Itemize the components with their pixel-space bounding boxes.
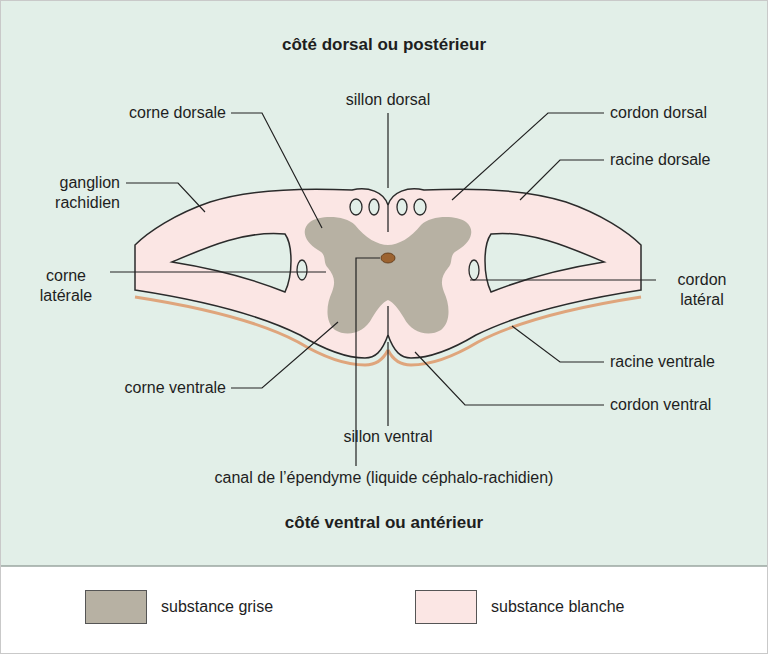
part-label: cordon dorsal <box>610 103 707 123</box>
part-label: canal de l’épendyme (liquide céphalo-rac… <box>215 468 554 488</box>
legend-item: substance blanche <box>415 590 624 624</box>
part-label: corne ventrale <box>125 378 226 398</box>
part-label: corne latérale <box>24 266 108 306</box>
part-label: sillon ventral <box>344 427 433 447</box>
legend-swatch <box>85 590 147 624</box>
orientation-label: côté ventral ou antérieur <box>285 513 483 533</box>
background <box>0 0 768 566</box>
legend-text: substance blanche <box>491 598 624 616</box>
part-label: sillon dorsal <box>346 90 430 110</box>
central-canal <box>381 253 395 263</box>
orientation-label: côté dorsal ou postérieur <box>282 35 486 55</box>
white-matter <box>135 189 641 358</box>
part-label: racine dorsale <box>610 150 711 170</box>
outlines <box>135 189 641 365</box>
legend-text: substance grise <box>161 598 273 616</box>
part-label: corne dorsale <box>129 103 226 123</box>
leader-lines <box>110 113 656 466</box>
legend-swatch <box>415 590 477 624</box>
part-label: cordon latéral <box>660 270 744 310</box>
part-label: racine ventrale <box>610 352 715 372</box>
part-label: cordon ventral <box>610 395 711 415</box>
part-label: ganglion rachidien <box>34 173 120 213</box>
legend-item: substance grise <box>85 590 273 624</box>
